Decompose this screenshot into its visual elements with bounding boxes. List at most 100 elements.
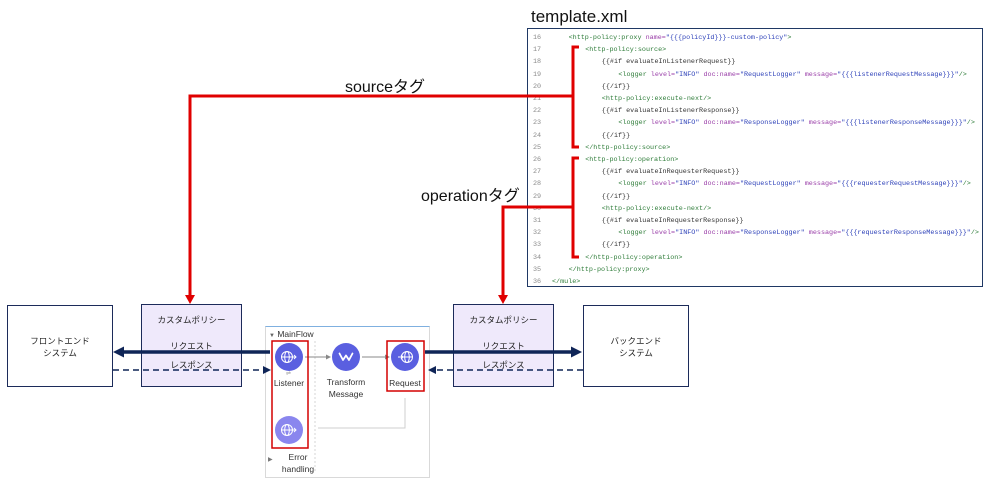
mainflow-header[interactable]: ▼ MainFlow (269, 329, 314, 339)
line-number: 18 (533, 58, 542, 67)
listener-label: Listener (273, 378, 305, 388)
code-token-attr: message= (800, 180, 838, 189)
code-token-val: "INFO" (675, 229, 700, 238)
backend-label-line2: システム (619, 348, 653, 358)
code-token-tag: <http-policy:execute-next/> (601, 95, 712, 103)
code-token-text: {{/if}} (601, 192, 631, 201)
code-line[interactable]: 24 {{/if}} (528, 130, 982, 142)
line-number: 25 (533, 143, 542, 152)
transform-label-line1: Transform (326, 377, 366, 387)
code-token-attr: message= (804, 229, 842, 238)
code-text: </http-policy:operation> (585, 252, 682, 264)
code-token-val: "INFO" (675, 70, 700, 79)
collapse-triangle-icon[interactable]: ▼ (269, 333, 275, 339)
code-line[interactable]: 31{{#if evaluateInRequesterResponse}} (528, 215, 982, 227)
code-token-text: {{#if evaluateInListenerResponse}} (601, 107, 740, 116)
code-token-val: "ResponseLogger" (739, 119, 805, 128)
code-text: <logger level="INFO" doc:name="RequestLo… (618, 69, 966, 81)
code-token-val: "RequestLogger" (739, 180, 801, 189)
code-token-tag: <http-policy:operation> (585, 156, 679, 164)
error-handling-label-line1: Error (288, 452, 308, 462)
code-text: <http-policy:execute-next/> (602, 93, 711, 105)
policy-title: カスタムポリシー (469, 315, 538, 325)
code-token-tag: /> (966, 119, 975, 128)
line-number: 36 (533, 278, 542, 286)
custom-policy-box-left: カスタムポリシー リクエスト レスポンス (141, 304, 242, 387)
code-text: {{#if evaluateInListenerResponse}} (602, 105, 740, 117)
code-token-tag: </http-policy:proxy> (568, 265, 650, 274)
line-number: 23 (533, 119, 542, 128)
code-line[interactable]: 26 <http-policy:operation> (528, 154, 982, 166)
code-line[interactable]: 33{{/if}} (528, 239, 982, 251)
code-text: {{/if}} (602, 239, 630, 251)
code-token-text: {{#if evaluateInRequesterRequest}} (601, 168, 740, 177)
code-token-tag: <logger (618, 119, 647, 128)
expand-triangle-icon[interactable]: ▶ (268, 457, 273, 463)
code-token-text: {{/if}} (601, 82, 631, 91)
line-number: 24 (533, 131, 542, 140)
code-text: {{/if}} (602, 191, 630, 203)
line-number: 27 (533, 168, 542, 177)
code-line[interactable]: 23 <logger level="INFO" doc:name="Respons… (528, 117, 982, 129)
policy-request-label: リクエスト (482, 341, 525, 351)
policy-request-label: リクエスト (170, 341, 213, 351)
code-token-text: {{#if evaluateInListenerRequest}} (601, 58, 736, 67)
code-line[interactable]: 30<http-policy:execute-next/> (528, 203, 982, 215)
code-line[interactable]: 19 <logger level="INFO" doc:name="Request… (528, 69, 982, 81)
line-number: 16 (533, 34, 542, 42)
code-text: <logger level="INFO" doc:name="RequestLo… (618, 178, 970, 190)
code-line[interactable]: 28<logger level="INFO" doc:name="Request… (528, 178, 982, 190)
policy-response-label: レスポンス (170, 360, 213, 370)
policy-title: カスタムポリシー (157, 315, 226, 325)
code-text: </http-policy:source> (585, 142, 670, 154)
code-token-text: {{#if evaluateInRequesterResponse}} (601, 217, 744, 225)
code-token-attr: level= (646, 180, 676, 189)
code-text: <logger level="INFO" doc:name="ResponseL… (618, 227, 979, 239)
line-number: 19 (533, 70, 542, 79)
code-line[interactable]: 16 <http-policy:proxy name="{{{policyId}}… (528, 32, 982, 44)
code-token-tag: <logger (618, 229, 647, 238)
code-token-val: "{{{requesterResponseMessage}}}" (841, 229, 971, 238)
code-text: {{/if}} (602, 130, 630, 142)
code-token-tag: <http-policy:proxy (568, 34, 642, 42)
code-line[interactable]: 21<http-policy:execute-next/> (528, 93, 982, 105)
code-line[interactable]: 34</http-policy:operation> (528, 252, 982, 264)
policy-response-label: レスポンス (482, 360, 525, 370)
code-editor-panel[interactable]: 16 <http-policy:proxy name="{{{policyId}}… (527, 28, 983, 287)
code-text: {{#if evaluateInRequesterRequest}} (602, 166, 740, 178)
code-token-val: "{{{requesterRequestMessage}}}" (837, 180, 963, 189)
transform-label-line2: Message (328, 389, 364, 399)
line-number: 20 (533, 82, 542, 91)
code-text: <http-policy:proxy name="{{{policyId}}}-… (569, 32, 792, 44)
line-number: 32 (533, 229, 542, 238)
operation-arrowhead-icon (498, 295, 508, 304)
code-token-tag: /> (970, 229, 979, 238)
code-line[interactable]: 22{{#if evaluateInListenerResponse}} (528, 105, 982, 117)
code-token-tag: </http-policy:source> (585, 143, 671, 152)
code-token-text: {{/if}} (601, 241, 631, 250)
code-line[interactable]: 17 <http-policy:source> (528, 44, 982, 56)
line-number: 26 (533, 156, 542, 164)
code-text: </mule> (552, 276, 580, 288)
code-line[interactable]: 36 </mule> (528, 276, 982, 288)
code-line[interactable]: 27 {{#if evaluateInRequesterRequest}} (528, 166, 982, 178)
code-token-tag: > (787, 34, 792, 42)
code-line[interactable]: 18 {{#if evaluateInListenerRequest}} (528, 56, 982, 68)
backend-label-line1: バックエンド (610, 336, 662, 346)
frontend-label-line1: フロントエンド (30, 336, 90, 346)
code-line[interactable]: 32 <logger level="INFO" doc:name="Respons… (528, 227, 982, 239)
request-label: Request (389, 378, 421, 388)
code-line[interactable]: 20 {{/if}} (528, 81, 982, 93)
code-line[interactable]: 35</http-policy:proxy> (528, 264, 982, 276)
code-token-tag: <http-policy:source> (585, 46, 667, 55)
file-name-label: template.xml (531, 7, 628, 26)
code-token-attr: name= (641, 34, 666, 42)
code-line[interactable]: 25 </http-policy:source> (528, 142, 982, 154)
line-number: 17 (533, 46, 542, 55)
code-text: <logger level="INFO" doc:name="ResponseL… (618, 117, 975, 129)
code-text: <http-policy:execute-next/> (602, 203, 711, 215)
code-token-attr: level= (646, 229, 676, 238)
code-line[interactable]: 29{{/if}} (528, 191, 982, 203)
code-token-tag: <http-policy:execute-next/> (601, 204, 712, 213)
code-token-attr: level= (646, 119, 676, 128)
